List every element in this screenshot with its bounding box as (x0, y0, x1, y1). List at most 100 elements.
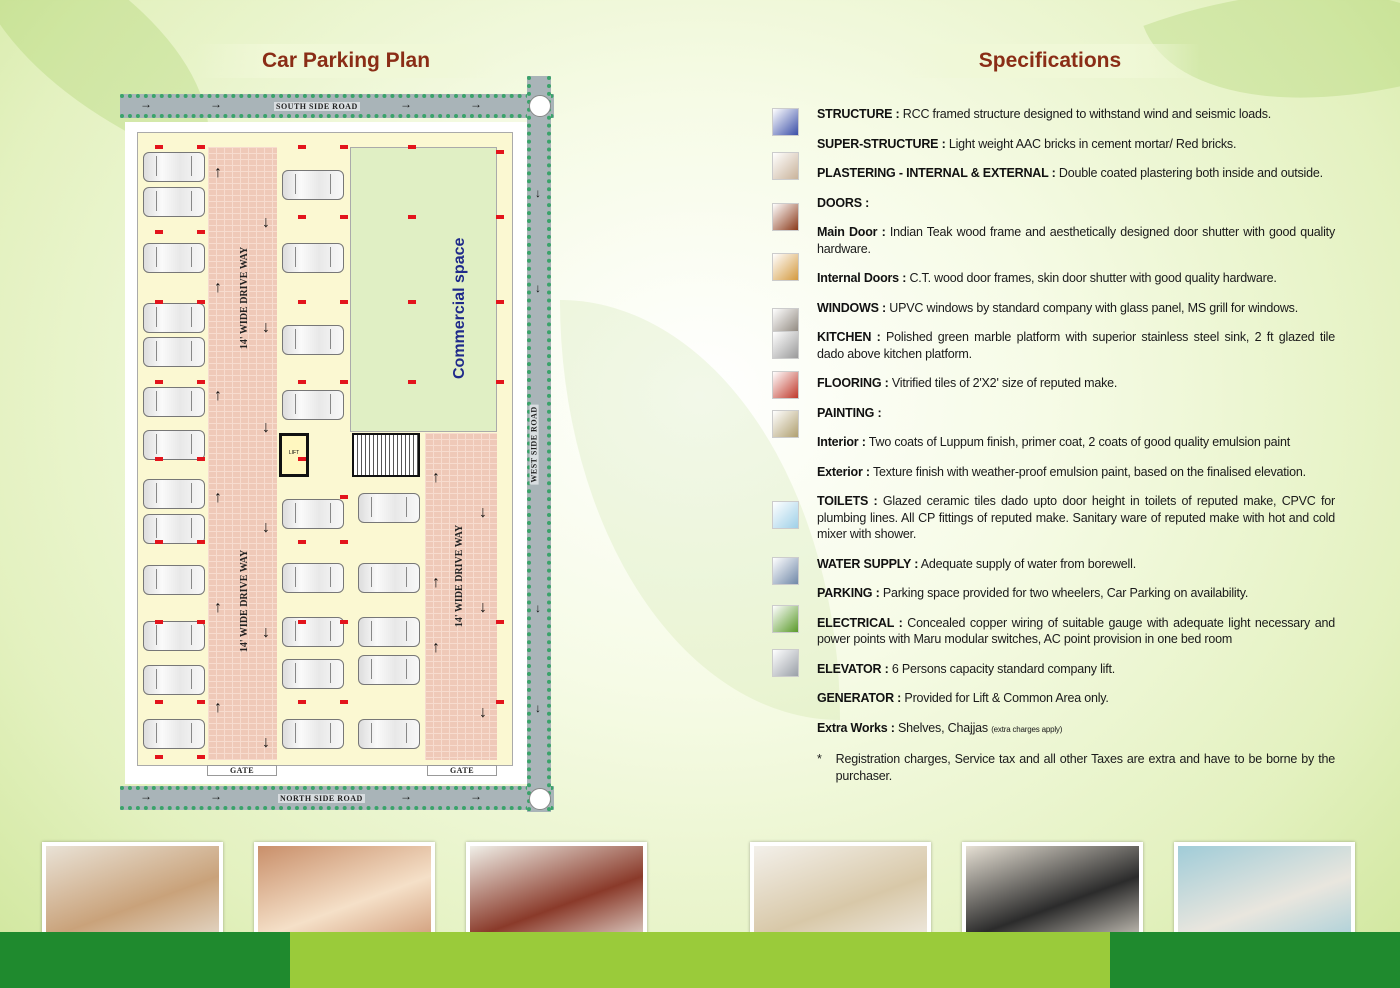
spec-item: GENERATOR : Provided for Lift & Common A… (817, 690, 1335, 707)
column-marker (340, 300, 348, 304)
column-marker (496, 700, 504, 704)
kitchen-icon (772, 331, 799, 359)
road-arrow-icon: → (140, 97, 152, 111)
parked-car (358, 563, 420, 593)
spec-text: Glazed ceramic tiles dado upto door heig… (817, 494, 1335, 541)
direction-arrow-icon: ↓ (262, 519, 270, 536)
column-marker (298, 145, 306, 149)
south-road-label: SOUTH SIDE ROAD (274, 102, 360, 111)
spec-text: Parking space provided for two wheelers,… (879, 586, 1249, 600)
taxes-note-row: *Registration charges, Service tax and a… (817, 751, 1335, 784)
road-arrow-icon: → (470, 789, 482, 803)
spec-text: Two coats of Luppum finish, primer coat,… (865, 435, 1290, 449)
spec-item: DOORS : (772, 195, 1335, 231)
column-marker (155, 300, 163, 304)
direction-arrow-icon: ↓ (479, 704, 487, 721)
driveway-left (208, 147, 277, 760)
column-marker (496, 620, 504, 624)
column-marker (340, 215, 348, 219)
driveway-label: 14' WIDE DRIVE WAY (239, 549, 250, 653)
bulb-icon (772, 604, 799, 633)
column-marker (197, 540, 205, 544)
column-marker (298, 620, 306, 624)
roundabout (529, 95, 551, 117)
commercial-space-label: Commercial space (451, 237, 468, 379)
parked-car (143, 243, 205, 273)
column-marker (298, 215, 306, 219)
parked-car (143, 621, 205, 651)
spec-item: TOILETS : Glazed ceramic tiles dado upto… (772, 493, 1335, 543)
parked-car (282, 659, 344, 689)
parked-car (143, 514, 205, 544)
spec-label: ELEVATOR : (817, 661, 889, 676)
column-marker (155, 380, 163, 384)
gate-left: GATE (207, 765, 277, 776)
spec-small-note: (extra charges apply) (991, 724, 1063, 734)
elevator-icon (772, 648, 799, 677)
note-asterisk: * (817, 752, 822, 766)
spec-label: WATER SUPPLY : (817, 556, 919, 571)
column-marker (197, 230, 205, 234)
spec-item: FLOORING : Vitrified tiles of 2'X2' size… (772, 371, 1335, 399)
spec-text: Shelves, Chajjas (894, 720, 992, 735)
spec-text: Double coated plastering both inside and… (1055, 166, 1323, 180)
parked-car (282, 719, 344, 749)
parked-car (143, 303, 205, 333)
column-marker (496, 215, 504, 219)
spec-label: GENERATOR : (817, 691, 902, 705)
column-marker (408, 380, 416, 384)
direction-arrow-icon: ↑ (214, 489, 222, 506)
column-marker (340, 145, 348, 149)
gate-label: GATE (229, 766, 255, 775)
spec-item: WATER SUPPLY : Adequate supply of water … (772, 556, 1335, 585)
spec-label: PARKING : (817, 586, 880, 600)
direction-arrow-icon: ↓ (479, 599, 487, 616)
column-marker (155, 755, 163, 759)
parked-car (143, 152, 205, 182)
spec-label: PAINTING : (817, 405, 882, 420)
parked-car (143, 665, 205, 695)
spec-item: Internal Doors : C.T. wood door frames, … (817, 270, 1335, 287)
parked-car (282, 243, 344, 273)
spec-text: Provided for Lift & Common Area only. (901, 691, 1109, 705)
spec-item: SUPER-STRUCTURE : Light weight AAC brick… (772, 136, 1335, 180)
spec-text: Adequate supply of water from borewell. (918, 556, 1136, 571)
column-marker (197, 457, 205, 461)
internal-door-icon (772, 253, 799, 281)
column-marker (340, 540, 348, 544)
column-marker (155, 145, 163, 149)
road-arrow-icon: → (400, 789, 412, 803)
direction-arrow-icon: ↑ (432, 469, 440, 486)
spec-text: UPVC windows by standard company with gl… (886, 300, 1299, 315)
column-marker (340, 380, 348, 384)
column-marker (298, 540, 306, 544)
parked-car (143, 565, 205, 595)
footer-band-middle (290, 932, 1110, 988)
building-icon (772, 108, 799, 136)
spec-label: DOORS : (817, 195, 870, 210)
column-marker (155, 457, 163, 461)
direction-arrow-icon: ↑ (432, 574, 440, 591)
spec-text: Indian Teak wood frame and aesthetically… (817, 225, 1335, 256)
parked-car (143, 187, 205, 217)
road-arrow-icon: → (400, 97, 412, 111)
column-marker (340, 620, 348, 624)
spec-item: PAINTING : (772, 405, 1335, 438)
window-icon (772, 307, 799, 336)
road-arrow-icon: → (210, 97, 222, 111)
direction-arrow-icon: ↑ (214, 164, 222, 181)
spec-item: ELEVATOR : 6 Persons capacity standard c… (772, 648, 1335, 678)
paint-icon (772, 409, 799, 438)
column-marker (496, 150, 504, 154)
spec-label: ELECTRICAL : (817, 615, 903, 630)
spec-item: PARKING : Parking space provided for two… (817, 585, 1335, 602)
parked-car (282, 499, 344, 529)
spec-text: 6 Persons capacity standard company lift… (888, 661, 1116, 676)
parked-car (143, 387, 205, 417)
direction-arrow-icon: ↑ (214, 387, 222, 404)
parked-car (143, 337, 205, 367)
direction-arrow-icon: ↓ (262, 319, 270, 336)
spec-item: WINDOWS : UPVC windows by standard compa… (772, 300, 1335, 336)
direction-arrow-icon: ↑ (214, 599, 222, 616)
column-marker (197, 620, 205, 624)
